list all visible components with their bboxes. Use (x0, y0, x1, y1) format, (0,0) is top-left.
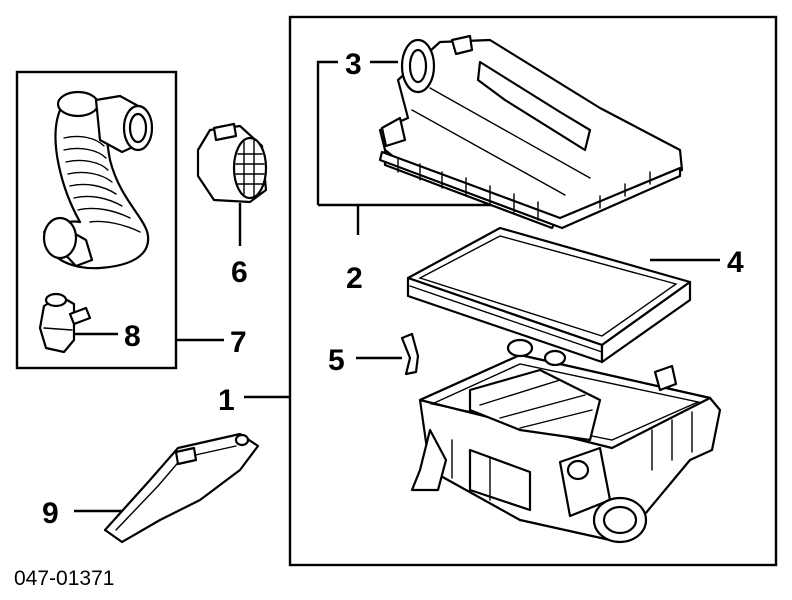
intake-hose-group-frame (15, 70, 178, 370)
callout-1: 1 (218, 384, 235, 417)
callout-8: 8 (124, 320, 141, 353)
callout-2: 2 (346, 262, 363, 295)
panel-illustration (103, 432, 260, 544)
callout-4: 4 (727, 246, 744, 279)
callout-7: 7 (230, 326, 247, 359)
valve-illustration (38, 292, 92, 354)
air-filter-element-illustration (406, 226, 692, 364)
callout-3: 3 (345, 48, 362, 81)
air-cleaner-case-illustration (410, 338, 722, 544)
diagram-reference-number: 047-01371 (14, 567, 114, 590)
intake-hose-illustration (42, 90, 154, 270)
callout-9: 9 (42, 497, 59, 530)
air-flow-meter-illustration (196, 122, 268, 204)
air-cleaner-cover-illustration (378, 34, 684, 230)
callout-6: 6 (231, 256, 248, 289)
air-cleaner-assembly-frame (288, 15, 778, 567)
callout-5: 5 (328, 344, 345, 377)
clip-illustration (400, 332, 420, 376)
